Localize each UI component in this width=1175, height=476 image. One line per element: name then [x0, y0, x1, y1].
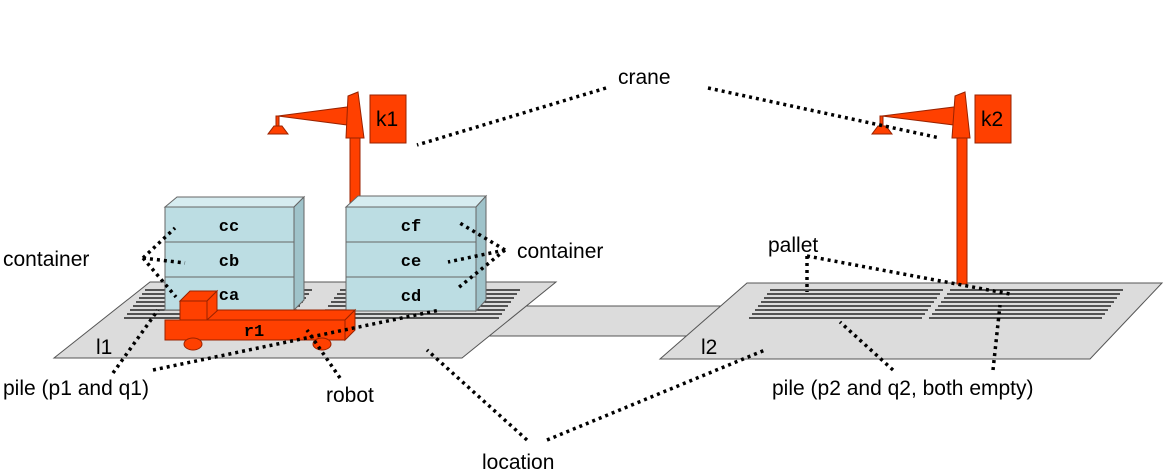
leader-lines: [111, 86, 1011, 442]
container-ca: ca: [219, 287, 239, 306]
location-l1-label: l1: [96, 336, 112, 359]
crane-k1: k1: [267, 91, 407, 211]
pile-left-label: pile (p1 and q1): [3, 377, 149, 400]
container-label-right: container: [517, 240, 603, 263]
container-cb: cb: [219, 253, 239, 272]
container-cc: cc: [219, 218, 239, 237]
container-cd: cd: [401, 288, 421, 307]
crane-k2-label: k2: [981, 108, 1003, 131]
pallet-label: pallet: [768, 234, 818, 257]
pallet-q2: [929, 289, 1123, 319]
container-label-left: container: [3, 248, 89, 271]
container-cf: cf: [401, 218, 421, 237]
robot-r1: r1: [164, 289, 357, 351]
pile-right-label: pile (p2 and q2, both empty): [772, 377, 1034, 400]
robot-label: robot: [326, 384, 374, 407]
container-stack-q1: cf ce cd: [344, 194, 488, 313]
robot-r1-label: r1: [244, 323, 264, 342]
crane-label: crane: [618, 66, 671, 89]
crane-k1-label: k1: [376, 108, 398, 131]
crane-k2: k2: [871, 91, 1012, 285]
location-label: location: [482, 451, 554, 474]
pallet-p2: [749, 289, 943, 319]
location-l2-label: l2: [701, 336, 717, 359]
container-stack-p1: cc cb ca: [163, 195, 306, 312]
container-ce: ce: [401, 253, 421, 272]
